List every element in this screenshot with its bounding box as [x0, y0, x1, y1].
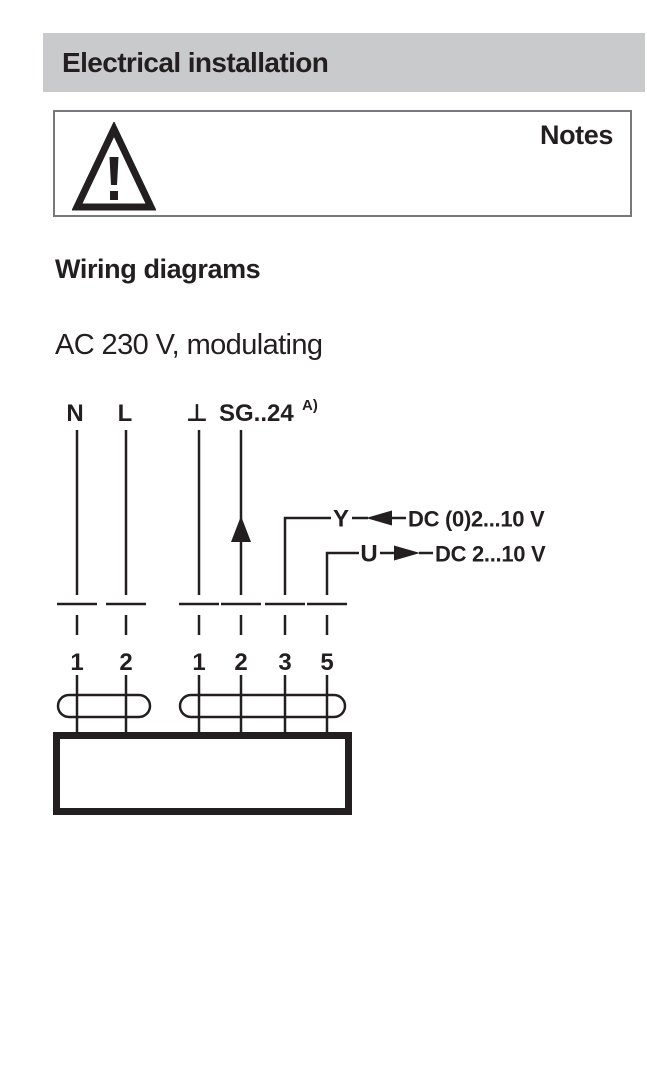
signal-y-range: DC (0)2...10 V [408, 507, 545, 532]
wiring-diagram: N L ⊥ SG..24 A) Y DC (0)2...10 V U [53, 397, 546, 815]
terminal-number: 2 [119, 649, 132, 676]
terminal-ticks [57, 602, 347, 635]
warning-exclamation-bar [109, 157, 119, 185]
diagram-subtitle: AC 230 V, modulating [55, 329, 323, 361]
notes-label: Notes [539, 120, 613, 150]
wire-label-neutral: N [66, 400, 83, 427]
wire-labels: N L ⊥ SG..24 A) [66, 397, 318, 427]
left-arrow-icon [366, 510, 392, 526]
warning-exclamation-dot [110, 191, 118, 200]
page-title: Electrical installation [62, 46, 329, 78]
signal-u-range: DC 2...10 V [435, 542, 546, 567]
terminal-number: 3 [278, 649, 291, 676]
cable-pill-right [178, 693, 347, 719]
signal-y-label: Y [333, 506, 349, 533]
wire-y-elbow [283, 516, 331, 595]
terminal-number: 2 [234, 649, 247, 676]
connector-pills [56, 693, 347, 719]
terminal-number: 1 [192, 649, 205, 676]
wire-label-sg-superscript: A) [302, 397, 318, 414]
upper-wires [75, 430, 251, 595]
wire-label-sg: SG..24 [219, 400, 294, 427]
terminal-number: 5 [320, 649, 333, 676]
terminal-numbers: 1 2 1 2 3 5 [70, 649, 333, 676]
terminal-number: 1 [70, 649, 83, 676]
up-arrow-icon [231, 516, 251, 542]
wiring-diagrams-heading: Wiring diagrams [55, 254, 261, 284]
signal-u-label: U [360, 541, 377, 568]
warning-triangle-icon [72, 122, 156, 211]
notes-box: Notes [53, 110, 632, 217]
cable-pill-left [56, 693, 152, 719]
wire-label-line: L [118, 400, 133, 427]
signal-y: Y DC (0)2...10 V [283, 506, 545, 595]
ground-symbol: ⊥ [186, 400, 208, 427]
section-header-bar: Electrical installation [43, 33, 645, 92]
lower-wires [75, 675, 329, 732]
actuator-body [53, 732, 352, 815]
signal-u: U DC 2...10 V [325, 541, 546, 595]
wire-u-elbow [325, 551, 359, 595]
right-arrow-icon [394, 545, 420, 561]
warning-triangle-outline [72, 122, 156, 211]
